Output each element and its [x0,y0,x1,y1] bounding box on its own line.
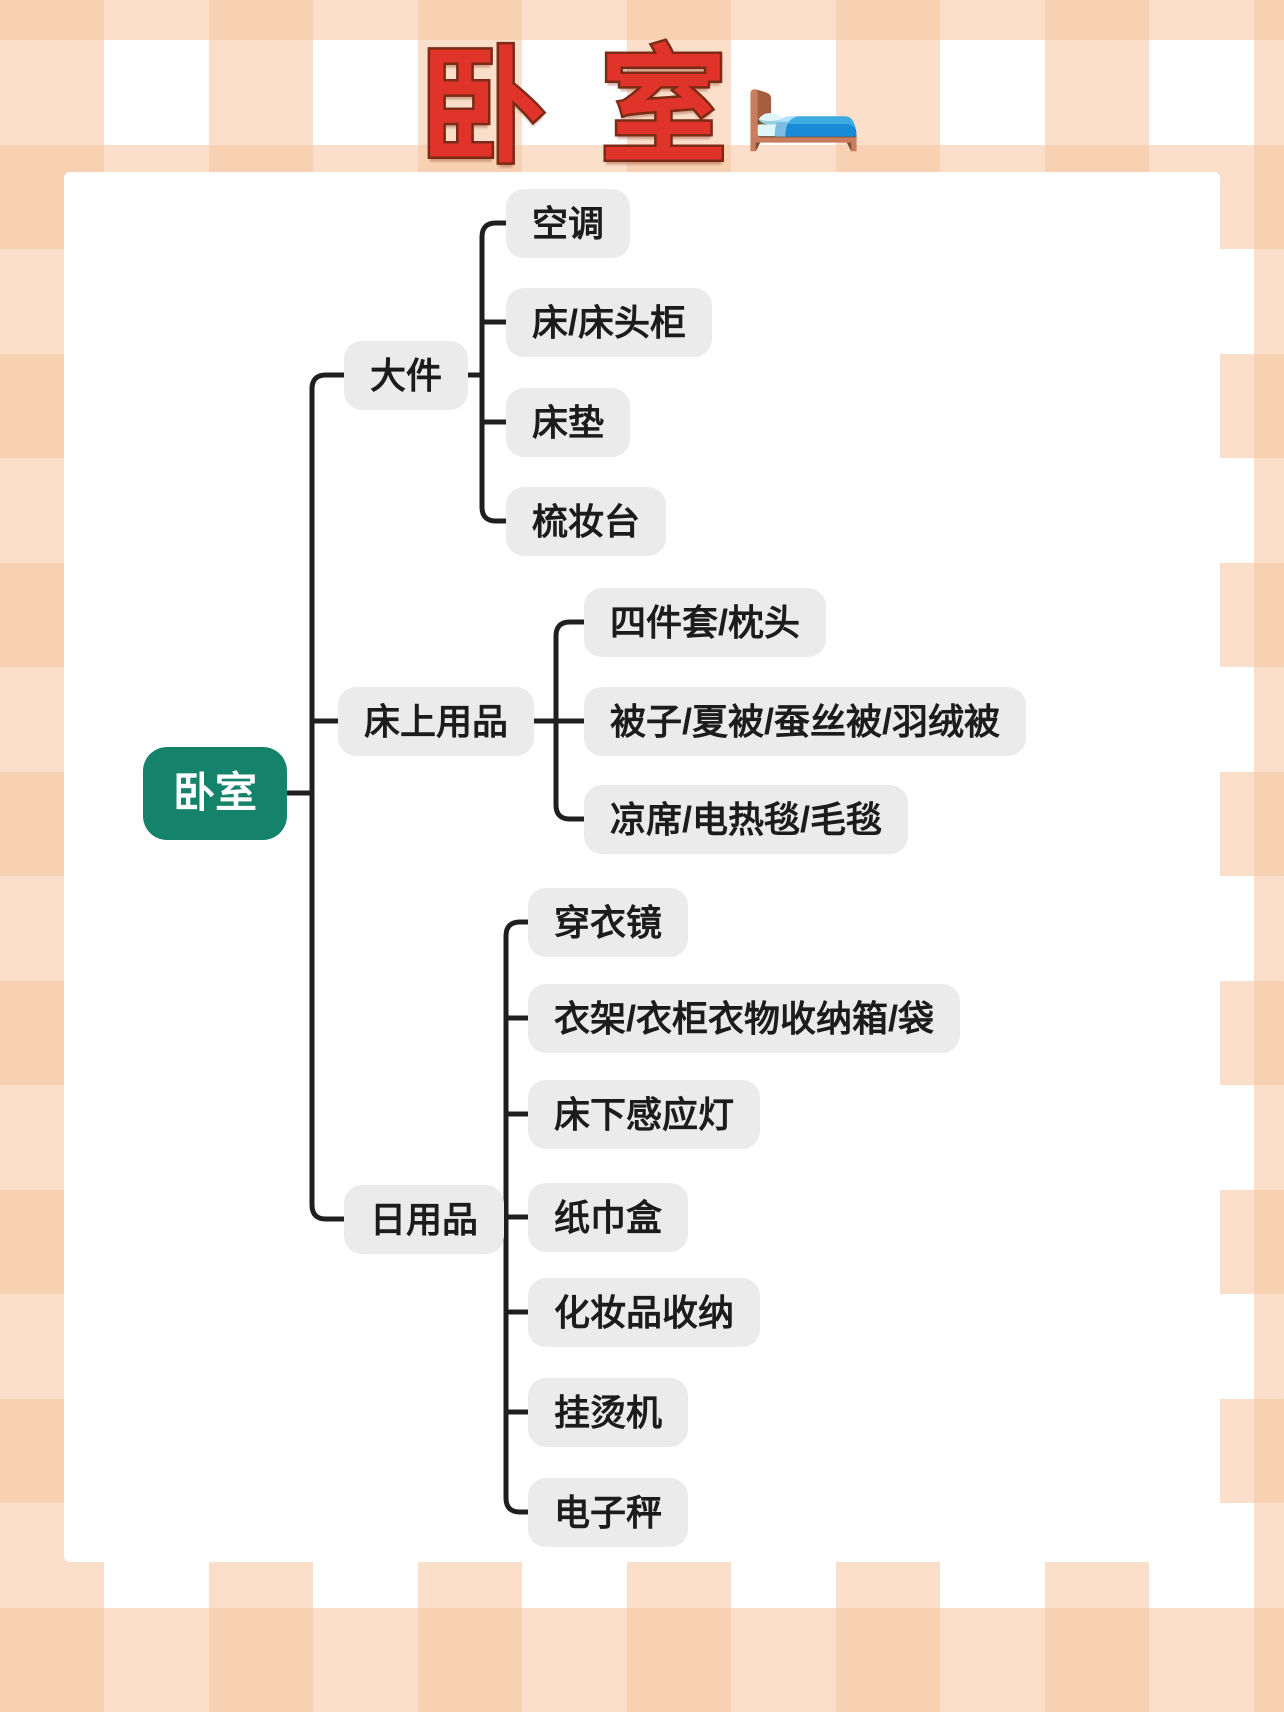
leaf-electronic-scale: 电子秤 [528,1478,689,1547]
leaf-quilts: 被子/夏被/蚕丝被/羽绒被 [584,687,1027,756]
leaf-dressing-mirror: 穿衣镜 [528,888,689,957]
branch-big-items: 大件 [344,341,469,410]
leaf-cosmetics-storage: 化妆品收纳 [528,1278,761,1347]
leaf-garment-steamer: 挂烫机 [528,1378,689,1447]
bed-emoji-icon: 🛏️ [742,42,865,152]
leaf-underbed-sensor-light: 床下感应灯 [528,1080,761,1149]
leaf-hanger-wardrobe-storage: 衣架/衣柜衣物收纳箱/袋 [528,984,961,1053]
page-title: 卧 室 [417,35,737,181]
leaf-bed-nightstand: 床/床头柜 [506,288,713,357]
leaf-tissue-box: 纸巾盒 [528,1183,689,1252]
leaf-mattress: 床垫 [506,388,631,457]
root-node-bedroom: 卧室 [143,747,288,840]
mindmap-card [64,172,1220,1562]
leaf-mat-electric-blanket: 凉席/电热毯/毛毯 [584,785,909,854]
page-header: 卧 室🛏️ [0,6,1284,188]
leaf-bedding-set-pillow: 四件套/枕头 [584,588,827,657]
branch-bedding: 床上用品 [338,687,535,756]
branch-daily-necessities: 日用品 [344,1185,505,1254]
leaf-dressing-table: 梳妆台 [506,487,667,556]
leaf-air-conditioner: 空调 [506,189,631,258]
